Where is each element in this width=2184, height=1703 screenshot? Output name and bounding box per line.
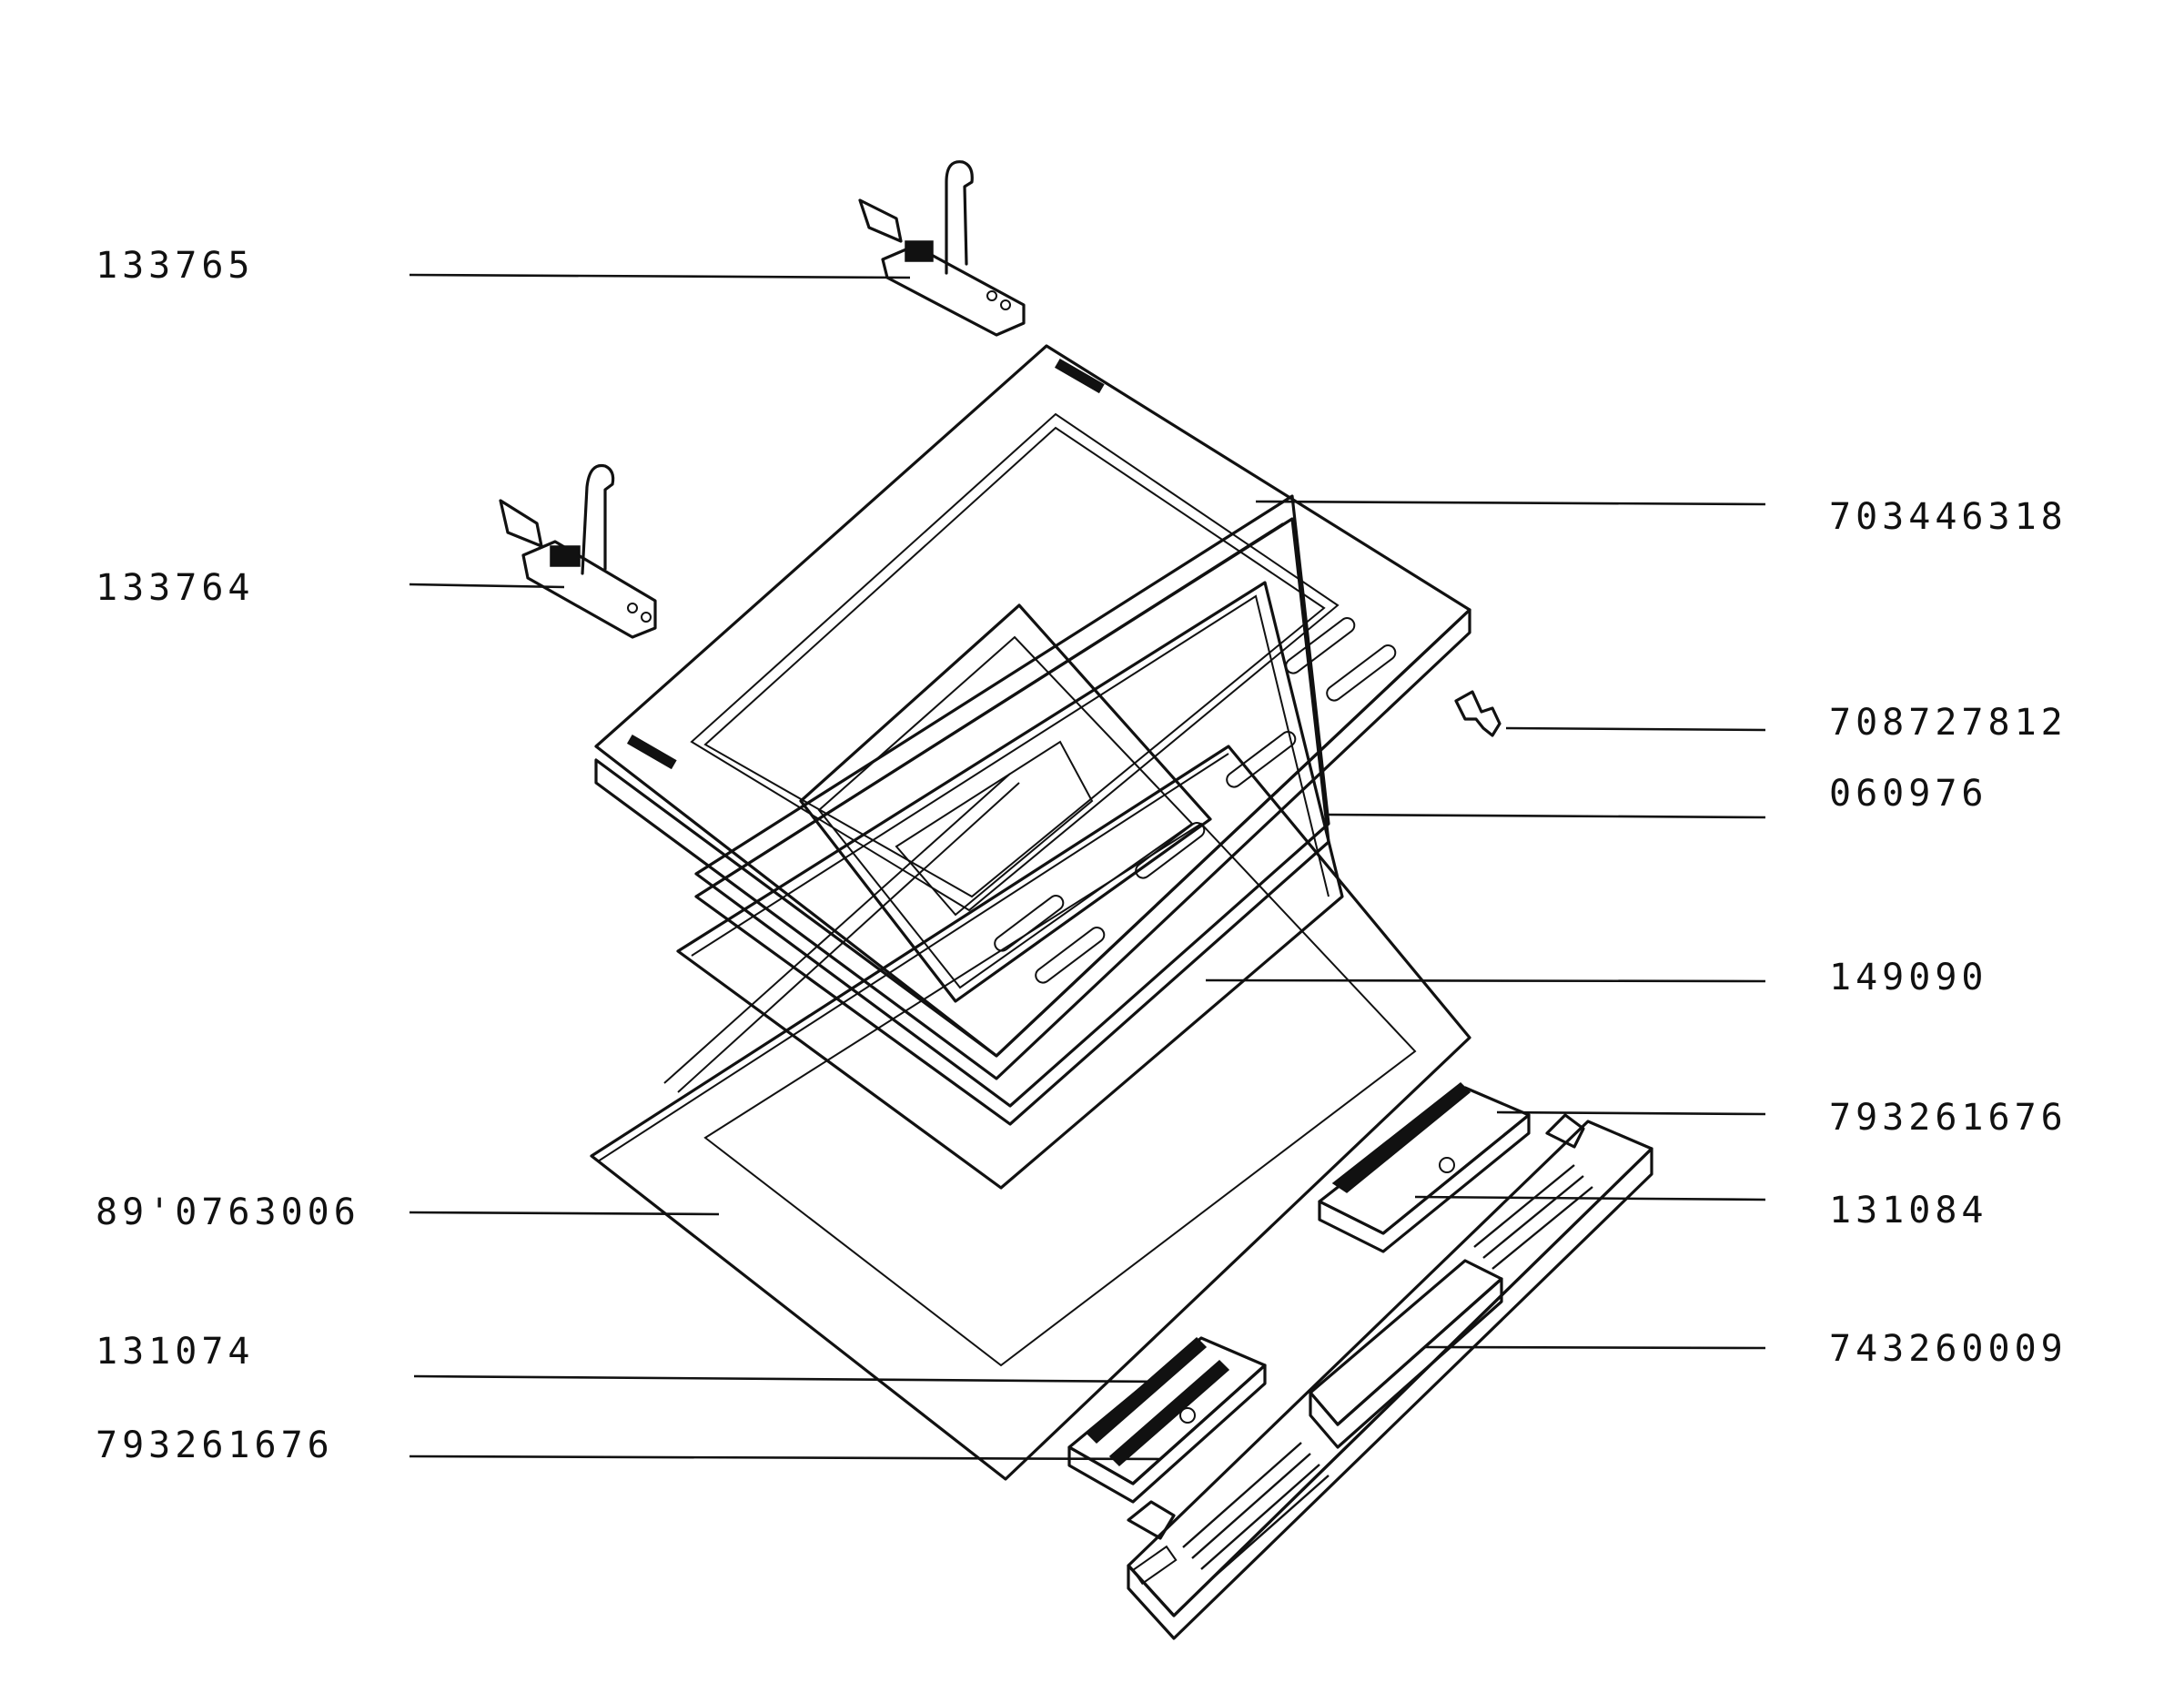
label-133765: 133765	[96, 245, 255, 287]
leader-131084	[1414, 1195, 1766, 1201]
hinge-receiver-131074	[1067, 1336, 1267, 1540]
inner-glass-pane	[590, 745, 1471, 1481]
leader-133764	[409, 583, 565, 589]
leader-743260009	[1423, 1345, 1766, 1350]
outer-door-frame	[594, 344, 1471, 1080]
leader-793261676-left	[409, 1455, 1161, 1461]
label-131084: 131084	[1829, 1190, 1988, 1232]
label-793261676-right: 793261676	[1829, 1097, 2068, 1139]
label-793261676-left: 793261676	[96, 1424, 334, 1466]
leader-708727812	[1505, 726, 1766, 732]
leader-793261676-right	[1496, 1110, 1766, 1116]
clip-708727812	[1454, 690, 1502, 737]
label-131074: 131074	[96, 1331, 255, 1373]
label-743260009: 743260009	[1829, 1328, 2068, 1370]
leader-149090	[1205, 978, 1766, 983]
leader-890763006	[409, 1211, 720, 1216]
leader-131074	[413, 1374, 1161, 1384]
label-708727812: 708727812	[1829, 702, 2068, 744]
label-133764: 133764	[96, 567, 255, 609]
bottom-rail-743260009	[1127, 1120, 1653, 1640]
label-060976: 060976	[1829, 773, 1988, 815]
leader-lines	[409, 273, 1766, 1461]
rail-vents	[1182, 1164, 1593, 1581]
leader-703446318	[1255, 500, 1766, 506]
leader-060976	[1328, 813, 1766, 819]
leader-133765	[409, 273, 911, 279]
hinge-133765	[858, 160, 1026, 337]
hinge-133764	[499, 463, 657, 639]
frame-gasket	[694, 494, 1330, 1126]
label-703446318: 703446318	[1829, 496, 2068, 538]
hinge-receiver-131084	[1318, 1081, 1585, 1253]
frame-slots	[994, 617, 1397, 984]
label-149090: 149090	[1829, 957, 1988, 998]
label-890763006: 89'0763006	[96, 1191, 360, 1233]
middle-glass-pane	[676, 581, 1344, 1190]
